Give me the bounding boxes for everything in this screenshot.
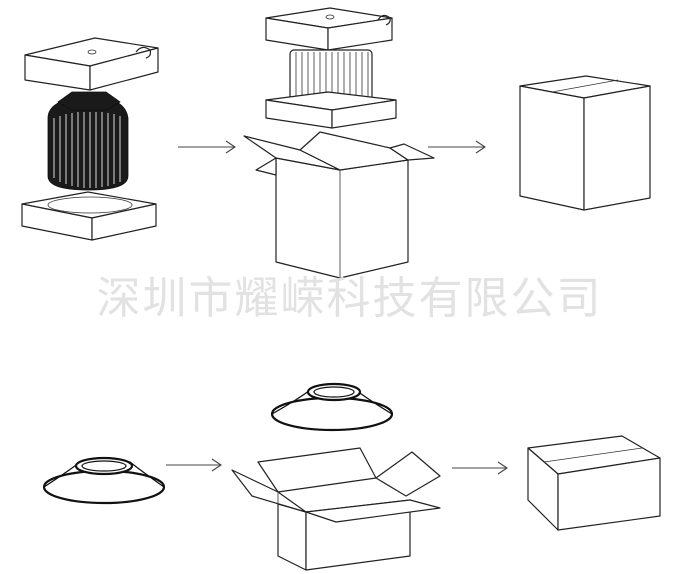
arrow-right-icon: [452, 461, 508, 475]
step2-assembly: [243, 7, 435, 279]
open-carton: [231, 447, 441, 571]
heatsink-fins: [53, 112, 121, 188]
reflector-shade-stack: [270, 382, 394, 432]
closed-carton-top: [519, 75, 651, 211]
reflector-shade: [42, 456, 166, 505]
foam-top-block: [24, 37, 159, 91]
arrow-right-icon: [166, 458, 222, 472]
step1-assembly: [21, 37, 159, 241]
heatsink-body: [47, 91, 129, 191]
closed-carton-bottom: [527, 435, 661, 531]
foam-top-block: [265, 7, 393, 51]
arrow-right-icon: [178, 140, 236, 154]
foam-bottom-block: [265, 91, 397, 129]
open-carton: [243, 131, 435, 279]
foam-bottom-block: [21, 191, 157, 241]
arrow-right-icon: [428, 140, 486, 154]
